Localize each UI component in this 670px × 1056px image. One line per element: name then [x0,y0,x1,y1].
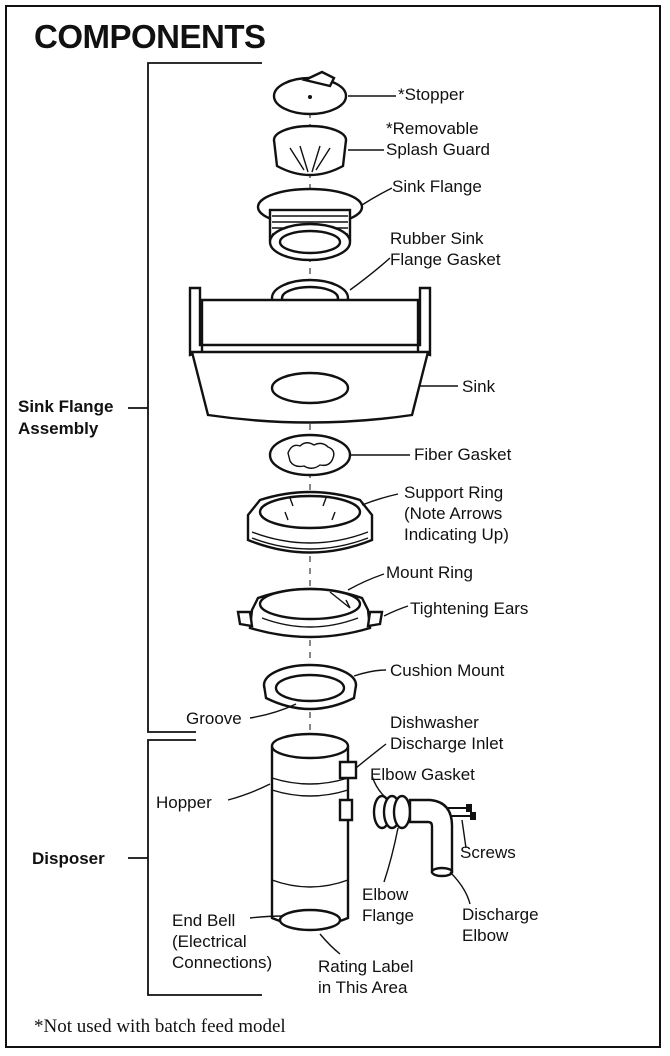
disposer-label: Disposer [32,849,105,868]
stopper-part [272,70,348,116]
discharge-elbow-label: Discharge Elbow [462,905,539,945]
groove-label: Groove [186,709,242,728]
sink-flange-assembly-bracket [128,62,262,733]
sink-part [188,286,432,424]
disposer-body-part [270,732,358,932]
screws-part [448,804,476,820]
end-bell-label: End Bell (Electrical Connections) [172,911,273,972]
disposer-bracket [128,739,262,996]
page-title: COMPONENTS [34,18,266,55]
mount-ring-label: Mount Ring [386,563,473,582]
elbow-gasket-part [372,794,412,830]
sink-label: Sink [462,377,496,396]
hopper-label: Hopper [156,793,212,812]
sink-flange-assembly-label: Sink Flange Assembly [18,397,114,438]
rating-label-label: Rating Label in This Area [318,957,414,997]
tightening-ears-label: Tightening Ears [410,599,529,618]
discharge-elbow-part [408,798,454,878]
fiber-gasket-part [268,433,352,477]
support-ring-label: Support Ring (Note Arrows Indicating Up) [404,483,509,544]
cushion-mount-label: Cushion Mount [390,661,505,680]
cushion-mount-part [262,663,358,711]
stopper-label: *Stopper [398,85,465,104]
support-ring-part [246,490,374,554]
rubber-gasket-label: Rubber Sink Flange Gasket [390,229,501,269]
sink-flange-label: Sink Flange [392,177,482,196]
mount-ring-part [236,587,384,639]
dishwasher-inlet-label: Dishwasher Discharge Inlet [390,713,504,753]
footnote: *Not used with batch feed model [34,1016,286,1037]
sink-flange-part [256,187,364,262]
fiber-gasket-label: Fiber Gasket [414,445,512,464]
elbow-gasket-label: Elbow Gasket [370,765,475,784]
screws-label: Screws [460,843,516,862]
splash-guard-part [272,124,348,177]
elbow-flange-label: Elbow Flange [362,885,414,925]
leader-lines [227,95,471,955]
splash-guard-label: *Removable Splash Guard [386,119,490,159]
